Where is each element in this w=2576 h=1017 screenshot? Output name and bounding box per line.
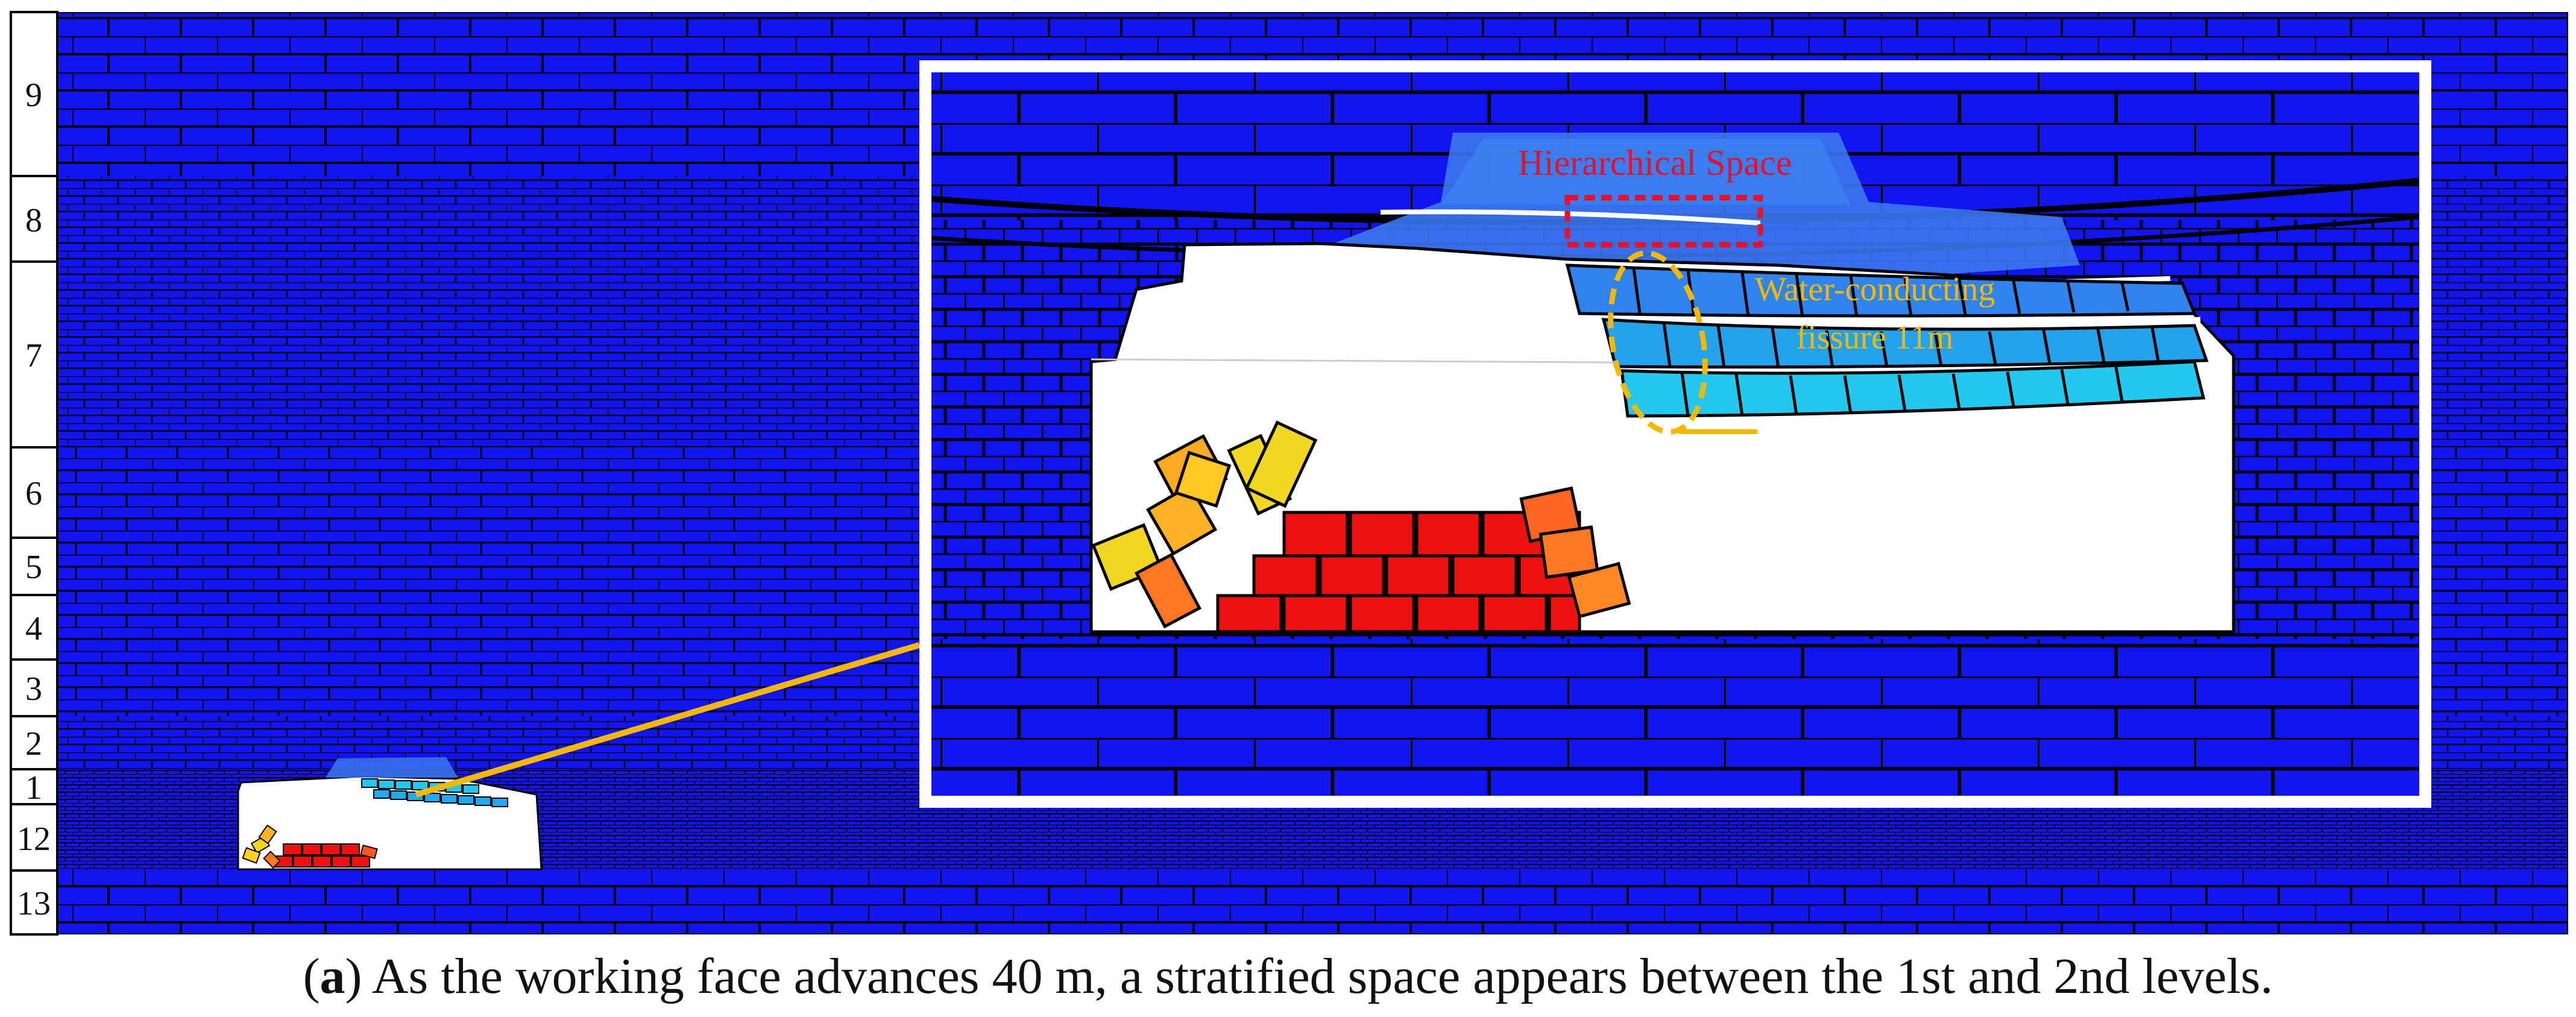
caption-text: As the working face advances 40 m, a str… [362,948,2273,1004]
layer-label: 6 [25,475,42,512]
layer-label: 7 [25,337,42,374]
layer-13 [58,871,2567,933]
layer-label: 3 [25,670,42,708]
hierarchical-space-label: Hierarchical Space [1518,143,1792,183]
goaf [237,757,543,871]
layer-label: 9 [25,77,42,114]
caption-letter: a [320,948,345,1004]
hierarchical-space-box [1564,195,1763,248]
fissure-ellipse [1608,250,1708,435]
layer-label: 5 [25,549,42,586]
layer-label: 8 [25,202,42,239]
fissure-label-line1: Water-conducting [1755,271,1995,308]
layer-label: 13 [17,885,51,922]
layer-label: 12 [17,820,51,858]
zoom-caved-blocks [1091,420,1631,634]
fractured-beams [1565,263,2209,418]
fissure-label-line2: fissure 11m [1797,319,1954,356]
layer-label: 1 [25,769,42,807]
layer-label-column: 9 8 7 6 5 4 3 2 1 12 13 [10,11,58,936]
caved-blocks [242,824,378,869]
zoom-connector-line [415,642,921,798]
layer-label: 2 [25,725,42,763]
zoom-inset: Hierarchical Space Water-conducting fiss… [919,60,2431,808]
layer-label: 4 [25,610,42,647]
figure-caption: (a) As the working face advances 40 m, a… [303,948,2273,1004]
